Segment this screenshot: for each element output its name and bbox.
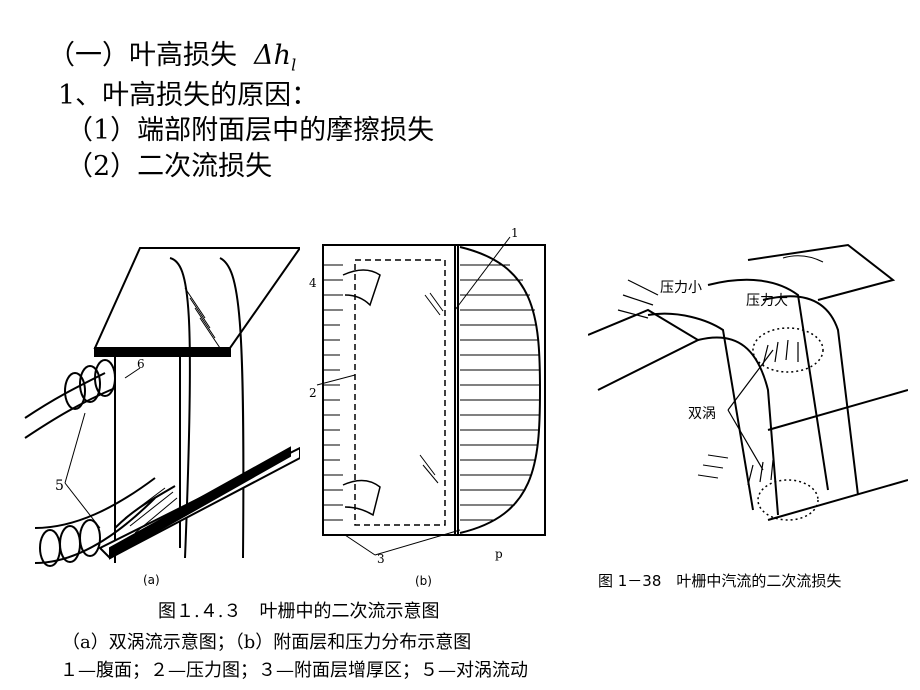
figure-legend: １—腹面；２—压力图；３—附面层增厚区；５—对涡流动: [60, 660, 528, 681]
figure-b-label: (b): [415, 574, 432, 588]
figure-b-boundary-layer: 1 4 2 3 p (b): [309, 226, 546, 588]
callout-3: 3: [377, 552, 385, 566]
figure-a-double-vortex: 5 6 (a): [24, 247, 300, 587]
figure-c-cascade: 压力小 压力大 双涡 图 1－38 叶栅中汽流的二次流损失: [588, 243, 908, 521]
label-double-vortex: 双涡: [688, 406, 716, 422]
figure-a-label: (a): [143, 573, 160, 587]
figure-title: 图１.４.３ 叶栅中的二次流示意图: [158, 601, 440, 622]
heading-prefix: （一）叶高损失: [48, 40, 237, 71]
callout-4: 4: [309, 276, 317, 290]
callout-2: 2: [309, 386, 317, 400]
callout-p: p: [495, 547, 503, 561]
figure-subtitle: （a）双涡流示意图；（b）附面层和压力分布示意图: [62, 632, 472, 653]
callout-5: 5: [55, 478, 64, 494]
cause-secondary-flow: （2）二次流损失: [66, 151, 273, 182]
delta-h-symbol: Δhl: [254, 40, 297, 75]
heading-causes: 1、叶高损失的原因：: [58, 80, 319, 111]
figure-c-caption-text: 图 1－38 叶栅中汽流的二次流损失: [598, 572, 842, 590]
callout-1: 1: [511, 226, 519, 240]
label-high-pressure: 压力大: [746, 293, 788, 309]
heading-leaf-height-loss: （一）叶高损失 Δhl: [48, 42, 296, 73]
cause-friction: （1）端部附面层中的摩擦损失: [66, 115, 435, 146]
callout-6: 6: [137, 357, 145, 371]
label-low-pressure: 压力小: [660, 280, 702, 296]
